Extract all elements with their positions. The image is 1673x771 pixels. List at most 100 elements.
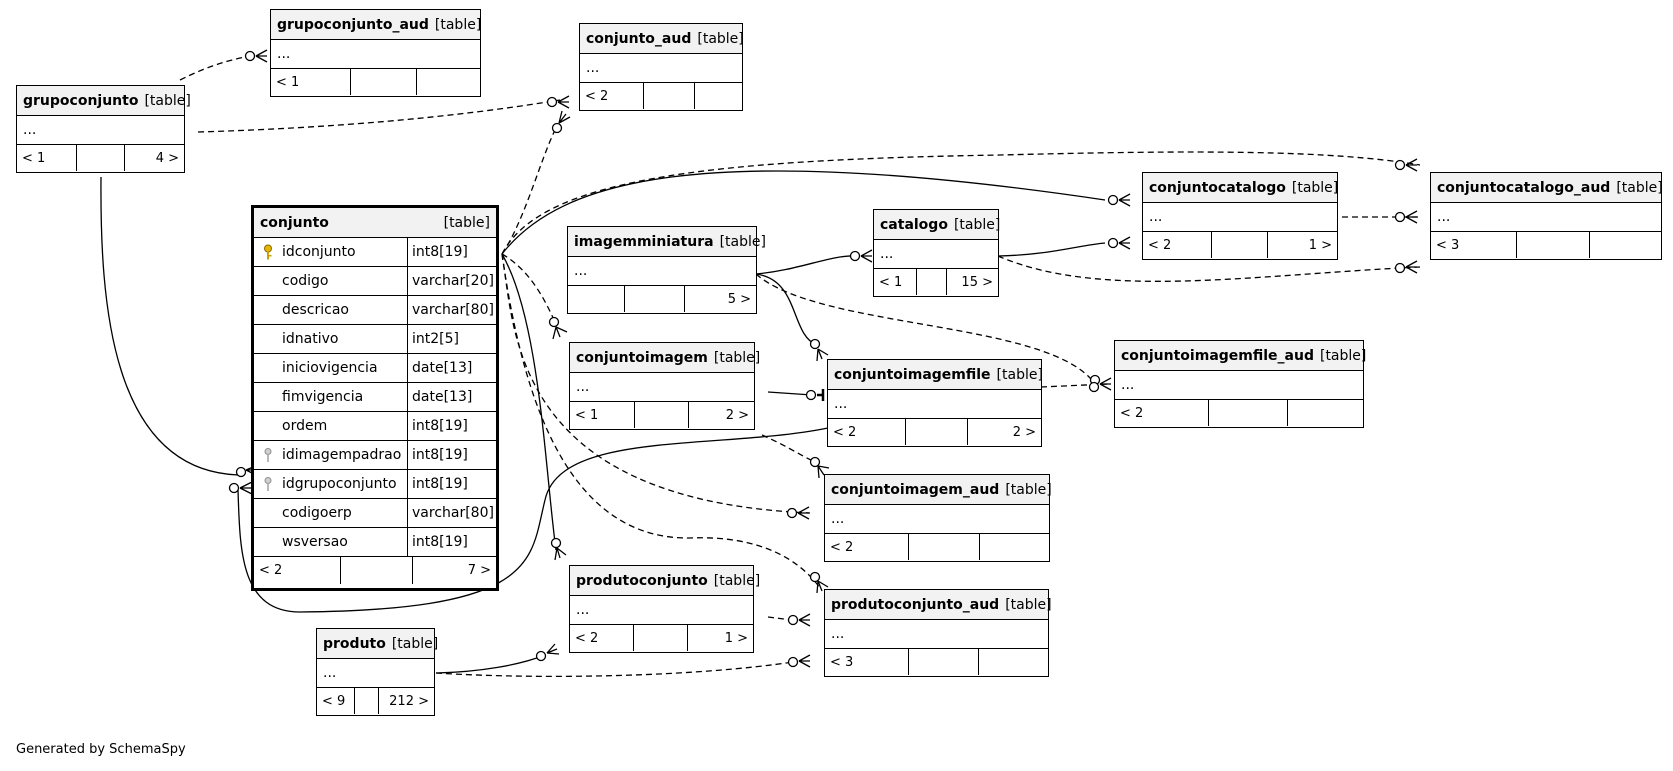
table-footer: < 1 — [271, 69, 480, 95]
parents-count[interactable] — [568, 286, 625, 312]
column-name: fimvigencia — [282, 389, 364, 405]
column-name-cell: codigoerp — [254, 499, 408, 527]
edge-imagemminiatura-catalogo — [755, 255, 856, 275]
table-footer: < 2 1 > — [570, 625, 753, 651]
table-tag: [table] — [953, 216, 1001, 233]
table-imagemminiatura[interactable]: imagemminiatura [table] ... 5 > — [567, 226, 766, 314]
children-count[interactable] — [417, 69, 480, 95]
table-conjuntocatalogo[interactable]: conjuntocatalogo [table] ... < 2 1 > — [1142, 172, 1338, 260]
table-grupoconjunto[interactable]: grupoconjunto [table] ... < 1 4 > — [16, 85, 191, 173]
column-row[interactable]: codigo varchar[20] — [254, 267, 496, 296]
children-count[interactable]: 212 > — [389, 693, 429, 709]
footer-middle — [909, 534, 980, 560]
parents-count[interactable]: < 2 — [580, 83, 644, 109]
table-conjunto-aud[interactable]: conjunto_aud [table] ... < 2 — [579, 23, 744, 111]
table-conjuntoimagem[interactable]: conjuntoimagem [table] ... < 1 2 > — [569, 342, 760, 430]
table-conjuntoimagem-aud[interactable]: conjuntoimagem_aud [table] ... < 2 — [824, 474, 1052, 562]
parents-count[interactable]: < 2 — [825, 534, 909, 560]
parents-count[interactable]: < 2 — [828, 419, 906, 445]
column-type: varchar[20] — [412, 273, 494, 289]
edge-conjunto-produtoconjunto — [501, 253, 557, 551]
children-count[interactable]: 2 > — [725, 407, 749, 423]
children-count[interactable]: 1 > — [1308, 237, 1332, 253]
parents-count[interactable]: < 2 — [254, 557, 341, 584]
table-header: conjuntoimagem_aud [table] — [825, 475, 1052, 505]
parents-count[interactable]: < 2 — [1115, 400, 1209, 426]
table-produtoconjunto[interactable]: produtoconjunto [table] ... < 2 1 > — [569, 565, 760, 653]
table-header: conjuntocatalogo_aud [table] — [1431, 173, 1663, 203]
table-body: ... — [1431, 203, 1661, 232]
table-tag: [table] — [391, 635, 439, 652]
children-count[interactable] — [695, 83, 742, 109]
children-count[interactable]: 15 > — [961, 274, 993, 290]
table-produto[interactable]: produto [table] ... < 9 212 > — [316, 628, 439, 716]
edge-conjunto-conjuntoimagem-aud — [501, 253, 811, 514]
children-count[interactable]: 7 > — [467, 563, 491, 578]
column-row[interactable]: fimvigencia date[13] — [254, 383, 496, 412]
parents-count[interactable]: < 3 — [1431, 232, 1517, 258]
table-body: ... — [874, 240, 998, 269]
children-count[interactable]: 1 > — [724, 630, 748, 646]
edge-catalogo-conjuntocatalogo — [997, 242, 1106, 257]
children-count[interactable]: 4 > — [155, 150, 179, 166]
footer-middle — [355, 688, 379, 714]
table-footer: < 3 — [1431, 232, 1661, 258]
children-count[interactable] — [980, 534, 1049, 560]
table-tag: [table] — [719, 233, 766, 250]
edge-imagemminiatura-conjuntoimagemfile — [755, 273, 818, 346]
parents-count[interactable]: < 1 — [17, 145, 77, 171]
column-name-cell: descricao — [254, 296, 408, 324]
table-header: produtoconjunto [table] — [570, 566, 760, 596]
edge-imagemminiatura-conjuntoimagemfile-aud — [755, 273, 1096, 385]
table-body: ... — [17, 116, 184, 145]
parents-count[interactable]: < 1 — [570, 402, 635, 428]
table-name: imagemminiatura — [574, 233, 714, 250]
table-produtoconjunto-aud[interactable]: produtoconjunto_aud [table] ... < 3 — [824, 589, 1052, 677]
footer-middle — [341, 557, 413, 584]
column-type: int8[19] — [412, 447, 468, 463]
table-conjuntocatalogo-aud[interactable]: conjuntocatalogo_aud [table] ... < 3 — [1430, 172, 1663, 260]
table-conjuntoimagemfile-aud[interactable]: conjuntoimagemfile_aud [table] ... < 2 — [1114, 340, 1367, 428]
table-name: conjuntocatalogo_aud — [1437, 179, 1611, 196]
children-count[interactable]: 2 > — [1012, 424, 1036, 440]
parents-count[interactable]: < 1 — [874, 269, 917, 295]
edge-conjunto-conjuntocatalogo-aud — [501, 151, 1421, 255]
table-conjuntoimagemfile[interactable]: conjuntoimagemfile [table] ... < 2 2 > — [827, 359, 1043, 447]
table-grupoconjunto-aud[interactable]: grupoconjunto_aud [table] ... < 1 — [270, 9, 481, 97]
edge-grupoconjunto-grupoconjunto-aud — [179, 55, 251, 81]
parents-count[interactable]: < 9 — [317, 688, 355, 714]
table-footer: < 9 212 > — [317, 688, 434, 714]
column-name: codigo — [282, 273, 329, 289]
table-name: conjuntoimagem — [576, 349, 708, 366]
parents-count[interactable]: < 2 — [1143, 232, 1212, 258]
column-type: date[13] — [412, 389, 473, 405]
children-count[interactable] — [979, 649, 1048, 675]
parents-count[interactable]: < 1 — [271, 69, 351, 95]
table-header: conjuntoimagemfile [table] — [828, 360, 1043, 390]
column-name: idgrupoconjunto — [282, 476, 397, 492]
table-body: ... — [580, 54, 742, 83]
table-catalogo[interactable]: catalogo [table] ... < 1 15 > — [873, 209, 1001, 297]
table-body: ... — [568, 257, 756, 286]
children-count[interactable] — [1288, 400, 1363, 426]
children-count[interactable]: 5 > — [727, 291, 751, 307]
edge-produto-produtoconjunto — [435, 654, 546, 674]
column-name: idnativo — [282, 331, 339, 347]
table-footer: < 2 7 > — [254, 557, 496, 584]
children-count[interactable] — [1590, 232, 1661, 258]
parents-count[interactable]: < 2 — [570, 625, 634, 651]
table-tag: [table] — [1319, 347, 1367, 364]
table-body: ... — [271, 40, 480, 69]
parents-count[interactable]: < 3 — [825, 649, 909, 675]
table-name: produtoconjunto — [576, 572, 708, 589]
